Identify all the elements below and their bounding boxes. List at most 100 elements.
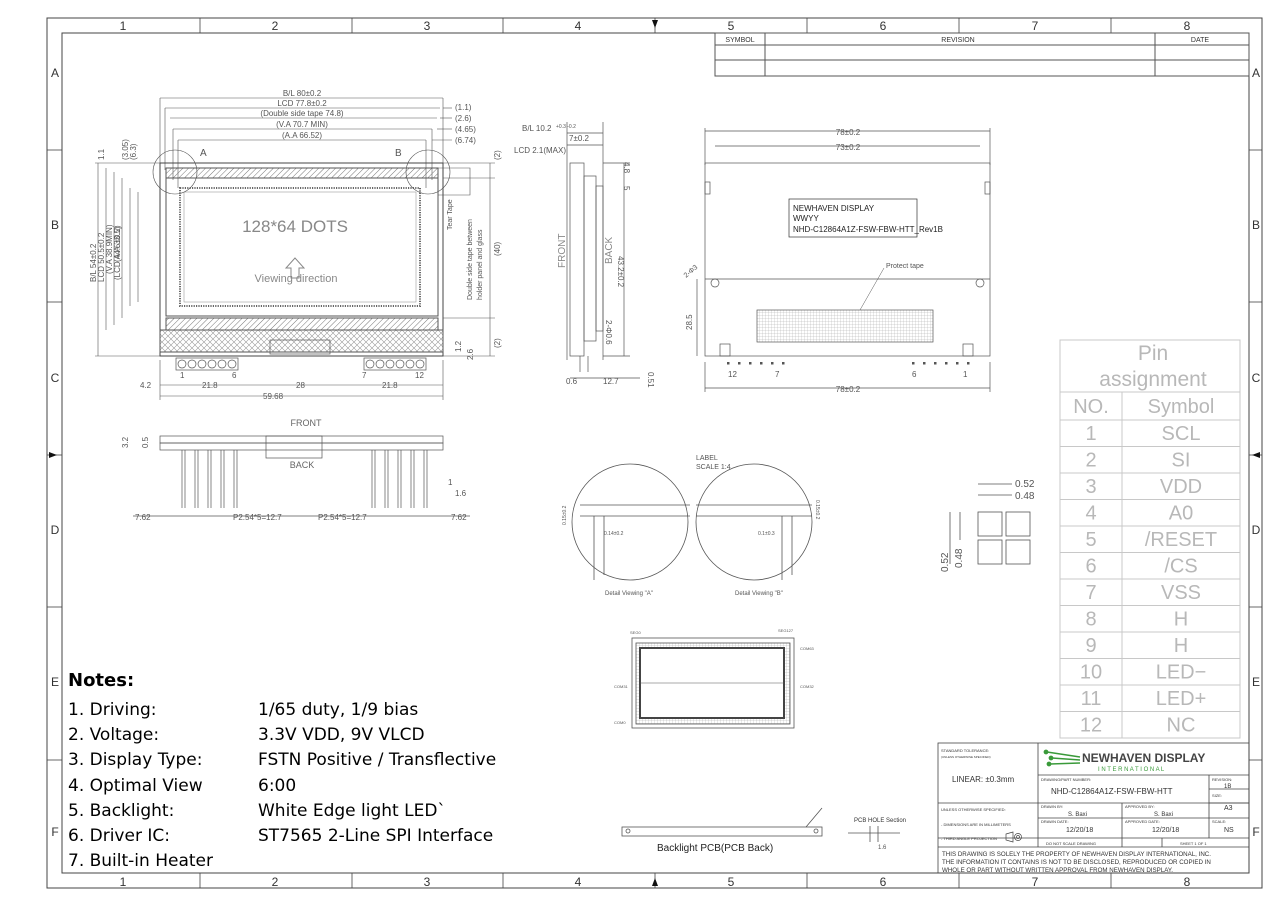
front-bottom-labels: 4.2 21.8 28 21.8 59.68 1.2 2.6 — [140, 340, 475, 401]
center-bracket — [269, 339, 331, 355]
row-label-left: E — [51, 675, 59, 689]
dim-pin-spacing-1: 1.2 — [454, 340, 463, 352]
col-label-top: 6 — [880, 19, 887, 33]
connector-pin — [395, 359, 405, 369]
back-outline — [704, 162, 991, 357]
tape-note-1: Double side tape between — [467, 219, 474, 300]
side-dim-127: 12.7 — [603, 377, 619, 386]
third-angle: - THIRD ANGLE PROJECTION — [941, 836, 997, 841]
pcb-dim-16: 1.6 — [878, 845, 887, 851]
title-block: STANDARD TOLERANCE: (UNLESS OTHERWISE SP… — [937, 742, 1250, 874]
dim-right-v1: (2) — [493, 150, 502, 160]
std-tolerance: STANDARD TOLERANCE: — [941, 748, 989, 753]
dim-bottom-1: 4.2 — [140, 381, 152, 390]
col-label-bottom: 7 — [1032, 875, 1039, 889]
row-label-left: D — [51, 523, 60, 537]
side-dim-051: 0.51 — [646, 372, 655, 388]
label-title: LABEL — [696, 455, 718, 462]
dim-tape-width: (Double side tape 74.8) — [260, 109, 344, 118]
dots-label: 128*64 DOTS — [242, 217, 348, 236]
side-view: B/L 10.2 +0.3 -0.2 LCD 2.1(MAX) 7±0.2 FR… — [514, 122, 655, 388]
row-label-right: E — [1252, 675, 1260, 689]
front-left-dim: (6.3) — [129, 143, 138, 160]
row-label-left: B — [51, 218, 59, 232]
back-pin-7: 7 — [775, 370, 780, 379]
side-dim-lcd: LCD 2.1(MAX) — [514, 146, 566, 155]
note-item: 6. Driver IC:ST7565 2-Line SPI Interface — [68, 823, 538, 848]
col-label-top: 4 — [575, 19, 582, 33]
linear-tolerance: LINEAR: ±0.3mm — [952, 775, 1015, 784]
pin-symbol: SI — [1172, 450, 1191, 472]
back-pin-dot — [912, 362, 915, 365]
col-label-bottom: 1 — [120, 875, 127, 889]
pin-number: 7 — [1085, 582, 1096, 604]
note-label: 5. Backlight: — [68, 800, 175, 821]
scale-label: SCALE: — [1212, 819, 1226, 824]
back-pin-dot — [771, 362, 774, 365]
revision-header: REVISION — [941, 37, 974, 44]
col-label-top: 1 — [120, 19, 127, 33]
pin-number: 12 — [1080, 715, 1102, 737]
back-pin-dot — [934, 362, 937, 365]
disclaimer-3: WHOLE OR PART WITHOUT WRITTEN APPROVAL F… — [942, 867, 1173, 874]
row-label-right: F — [1252, 825, 1259, 839]
backlight-com0: COM0 — [614, 720, 626, 725]
connector-pin — [385, 359, 395, 369]
revision-value: 1B — [1224, 784, 1231, 790]
back-dim-78-bottom: 78±0.2 — [836, 385, 861, 394]
back-pin-dot — [967, 362, 970, 365]
row-label-left: F — [51, 825, 58, 839]
backlight-pcb: Backlight PCB(PCB Back) PCB HOLE Section… — [621, 807, 906, 854]
hatched-bottom-band — [165, 317, 439, 331]
back-dim-hole: 2-Φ3 — [683, 264, 700, 280]
back-pin-dot — [945, 362, 948, 365]
dim-right-1: (1.1) — [455, 103, 472, 112]
cross-hatch-bottom — [159, 329, 444, 353]
col-label-top: 3 — [424, 19, 431, 33]
note-item: 5. Backlight: White Edge light LED` — [68, 798, 538, 823]
pin-symbol: VDD — [1160, 476, 1202, 498]
row-label-right: D — [1252, 523, 1261, 537]
note-value: FSTN Positive / Transflective — [258, 750, 497, 771]
pin-dim-1: 1 — [448, 478, 453, 487]
note-item: 7. Built-in Heater — [68, 849, 538, 874]
front-left-dim: (A.A 33.5) — [113, 226, 122, 262]
backlight-com31: COM31 — [614, 684, 629, 689]
dim-right-v3: (2) — [493, 338, 502, 348]
connector-pin — [207, 359, 217, 369]
dim-total-width: 59.68 — [263, 392, 284, 401]
connector-pin — [227, 359, 237, 369]
side-front-label: FRONT — [557, 234, 568, 268]
hatched-top-band — [165, 167, 439, 179]
dim-right-v2: (40) — [493, 241, 502, 256]
pin-number: 1 — [1085, 423, 1096, 445]
side-dim-bl-tol: +0.3 -0.2 — [556, 124, 576, 130]
backlight-frame: SEG0 SEG127 COM63 COM31 COM32 COM0 — [614, 628, 815, 729]
pin-label-1: 1 — [180, 371, 185, 380]
note-label: 7. Built-in Heater — [68, 851, 213, 872]
pin-number: 2 — [1085, 450, 1096, 472]
pin-number: 4 — [1085, 503, 1096, 525]
revision-table: SYMBOL REVISION DATE — [714, 32, 1250, 77]
front-left-dim: B/L 54±0.2 — [89, 243, 98, 282]
side-dim-7: 7±0.2 — [569, 134, 590, 143]
note-value: White Edge light LED` — [258, 800, 446, 821]
connector-pin — [405, 359, 415, 369]
back-pin-dot — [956, 362, 959, 365]
dim-bottom-2: 21.8 — [202, 381, 218, 390]
connector-pin — [375, 359, 385, 369]
side-dim-bl: B/L 10.2 — [522, 124, 552, 133]
connector-pin — [177, 359, 187, 369]
tear-tape-tab — [437, 167, 471, 196]
tape-note-2: holder panel and glass — [477, 229, 484, 300]
detail-a-label: Detail Viewing "A" — [605, 591, 653, 597]
col-label-bottom: 4 — [575, 875, 582, 889]
detail-a-circle — [152, 149, 198, 195]
back-view: 78±0.2 73±0.2 NEWHAVEN DISPLAY WWYY NHD-… — [683, 128, 991, 394]
side-dim-pins: 2-Φ0.6 — [604, 320, 613, 345]
pin-symbol: LED+ — [1156, 688, 1207, 710]
connector-pins — [175, 357, 427, 371]
marker-b: B — [395, 148, 402, 159]
pin-dim-762-right: 7.62 — [451, 513, 467, 522]
backlight-com32: COM32 — [800, 684, 815, 689]
